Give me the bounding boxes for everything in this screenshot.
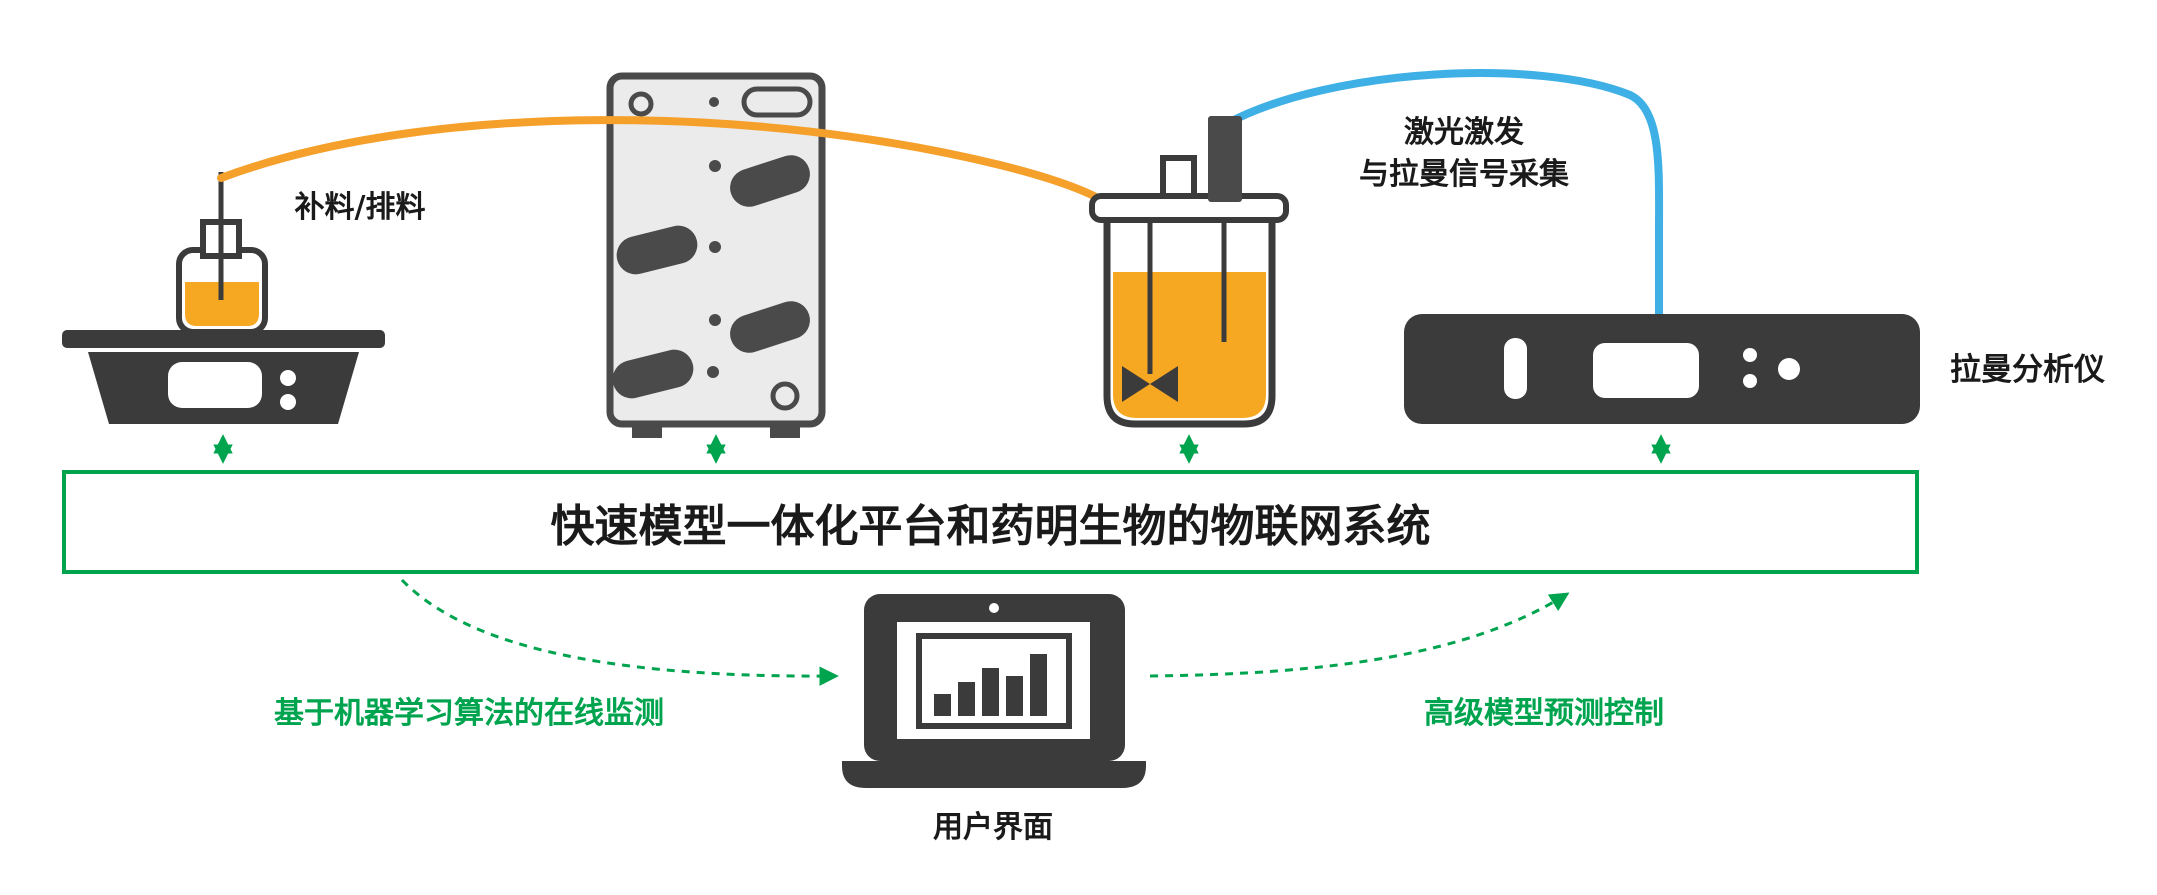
laser-raman-label-line1: 激光激发 bbox=[1404, 115, 1524, 150]
bioreactor-icon bbox=[1089, 116, 1289, 428]
model-predictive-control-label: 高级模型预测控制 bbox=[1424, 696, 1664, 731]
ml-monitoring-label: 基于机器学习算法的在线监测 bbox=[274, 696, 664, 731]
user-interface-label: 用户界面 bbox=[933, 810, 1053, 845]
orange-feed-tube bbox=[217, 116, 1118, 212]
bidirectional-arrows bbox=[213, 434, 1671, 464]
bar-chart-icon bbox=[934, 654, 1047, 716]
laser-raman-label: 激光激发 与拉曼信号采集 bbox=[1359, 112, 1569, 196]
laser-raman-label-line2: 与拉曼信号采集 bbox=[1359, 157, 1569, 192]
control-flow-arrow bbox=[1149, 592, 1570, 678]
feed-bottle-icon bbox=[176, 172, 268, 335]
pump-cabinet-icon bbox=[606, 72, 826, 438]
raman-analyzer-icon bbox=[1404, 314, 1920, 424]
balance-scale-icon bbox=[62, 330, 385, 424]
platform-banner: 快速模型一体化平台和药明生物的物联网系统 bbox=[62, 470, 1919, 574]
feed-drain-label: 补料/排料 bbox=[294, 190, 426, 225]
blue-signal-tube bbox=[1222, 69, 1664, 322]
raman-analyzer-label: 拉曼分析仪 bbox=[1950, 352, 2105, 388]
laptop-chart-icon bbox=[842, 594, 1146, 788]
dashed-flow-arrows bbox=[400, 578, 1570, 686]
monitoring-flow-arrow bbox=[400, 578, 839, 686]
